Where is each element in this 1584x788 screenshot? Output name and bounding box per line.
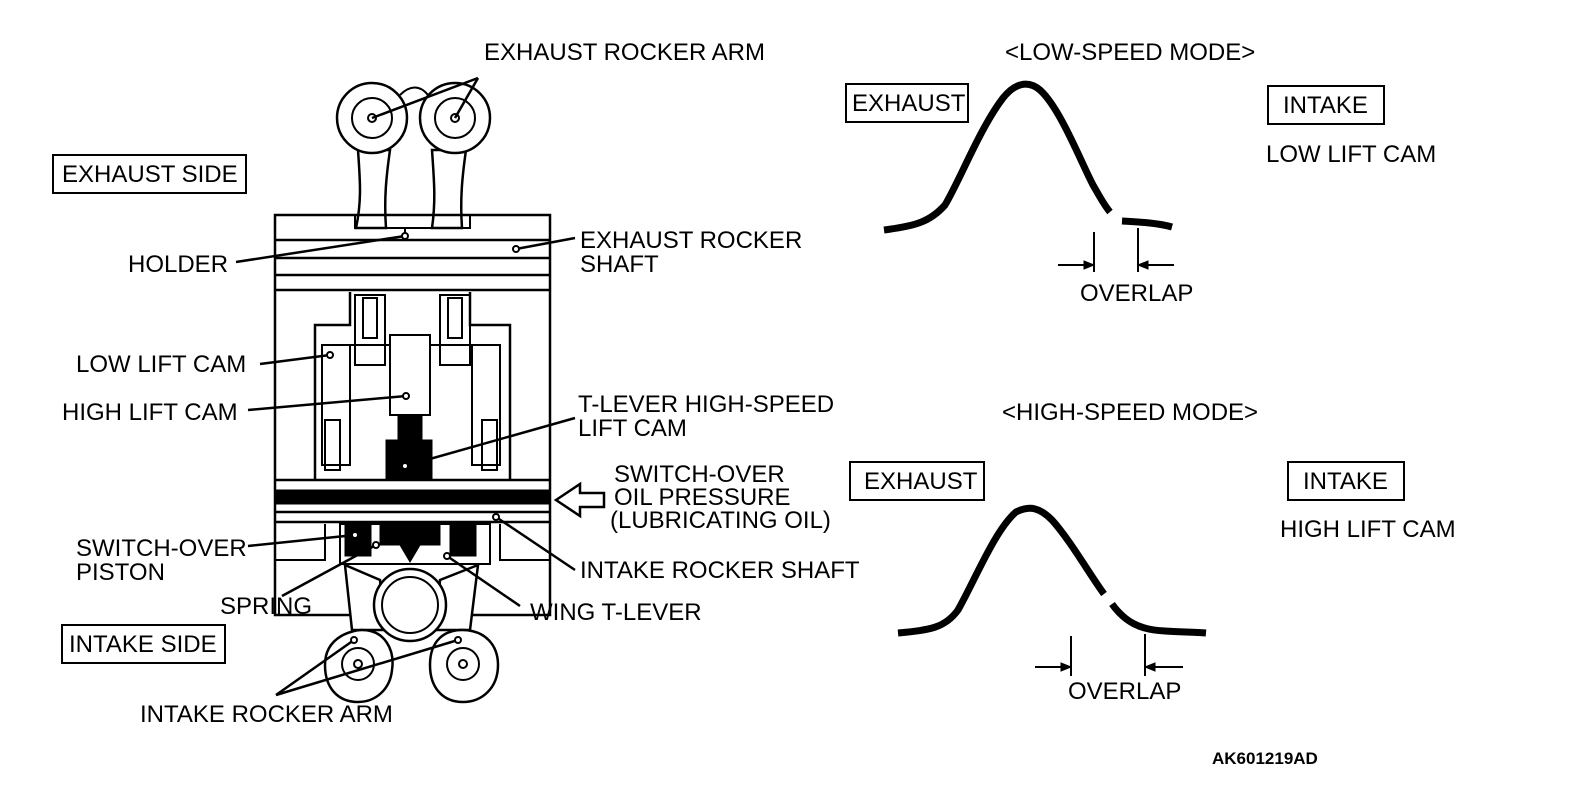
leader-lines <box>235 76 576 697</box>
spring-label: SPRING <box>220 593 312 620</box>
exhaust-side-label: EXHAUST SIDE <box>62 161 238 188</box>
wing-t-lever-label: WING T-LEVER <box>530 599 702 626</box>
low-speed-exhaust-box <box>845 83 969 123</box>
high-speed-overlap-label: OVERLAP <box>1068 678 1181 705</box>
high-speed-intake-box <box>1287 461 1405 501</box>
exhaust-rocker-arm-label: EXHAUST ROCKER ARM <box>484 39 765 66</box>
switch-over-oil-label-1: SWITCH-OVER <box>614 461 785 488</box>
exhaust-rocker-shaft-label-1: EXHAUST ROCKER <box>580 227 802 254</box>
holder-label: HOLDER <box>128 251 228 278</box>
intake-rocker-arms <box>323 563 500 704</box>
high-speed-intake-label: INTAKE <box>1303 468 1388 495</box>
cylinder-head-housing <box>273 213 552 617</box>
switch-over-piston-label-1: SWITCH-OVER <box>76 535 247 562</box>
low-speed-title: <LOW-SPEED MODE> <box>1005 39 1255 66</box>
high-speed-overlap-marker <box>1035 634 1183 676</box>
high-speed-exhaust-curve <box>897 504 1107 637</box>
high-speed-exhaust-label: EXHAUST <box>864 468 978 495</box>
switch-over-oil-label-3: (LUBRICATING OIL) <box>610 507 831 534</box>
low-speed-intake-curve <box>1121 217 1173 231</box>
high-speed-title: <HIGH-SPEED MODE> <box>1002 399 1258 426</box>
figure-code: AK601219AD <box>1212 749 1318 768</box>
low-speed-graph: <LOW-SPEED MODE> EXHAUST INTAKE LOW LIFT… <box>845 39 1436 307</box>
low-lift-cam-label: LOW LIFT CAM <box>76 351 246 378</box>
switch-over-piston-label-2: PISTON <box>76 559 165 586</box>
intake-rocker-arm-label: INTAKE ROCKER ARM <box>140 701 393 728</box>
t-lever-label-2: LIFT CAM <box>578 415 687 442</box>
exhaust-rocker-arms <box>335 81 492 230</box>
high-speed-cam-label: HIGH LIFT CAM <box>1280 516 1456 543</box>
switch-over-oil-label-2: OIL PRESSURE <box>614 484 791 511</box>
intake-rocker-shaft-label: INTAKE ROCKER SHAFT <box>580 557 860 584</box>
oil-pressure-arrow <box>553 481 606 519</box>
high-speed-intake-curve <box>1109 601 1207 637</box>
low-speed-cam-label: LOW LIFT CAM <box>1266 141 1436 168</box>
low-speed-intake-box <box>1267 85 1385 125</box>
low-speed-overlap-marker <box>1058 228 1174 272</box>
low-speed-exhaust-label: EXHAUST <box>852 90 966 117</box>
t-lever-label-1: T-LEVER HIGH-SPEED <box>578 391 834 418</box>
high-lift-cam-label: HIGH LIFT CAM <box>62 399 238 426</box>
intake-side-box <box>61 624 226 664</box>
exhaust-rocker-shaft-label-2: SHAFT <box>580 251 659 278</box>
intake-side-label: INTAKE SIDE <box>69 631 217 658</box>
low-speed-exhaust-curve <box>883 80 1113 234</box>
exhaust-side-box <box>52 154 247 194</box>
high-speed-exhaust-box <box>849 461 985 501</box>
low-speed-intake-label: INTAKE <box>1283 92 1368 119</box>
low-speed-overlap-label: OVERLAP <box>1080 280 1193 307</box>
high-speed-graph: <HIGH-SPEED MODE> EXHAUST INTAKE HIGH LI… <box>849 399 1456 705</box>
rocker-mechanism <box>273 81 552 704</box>
